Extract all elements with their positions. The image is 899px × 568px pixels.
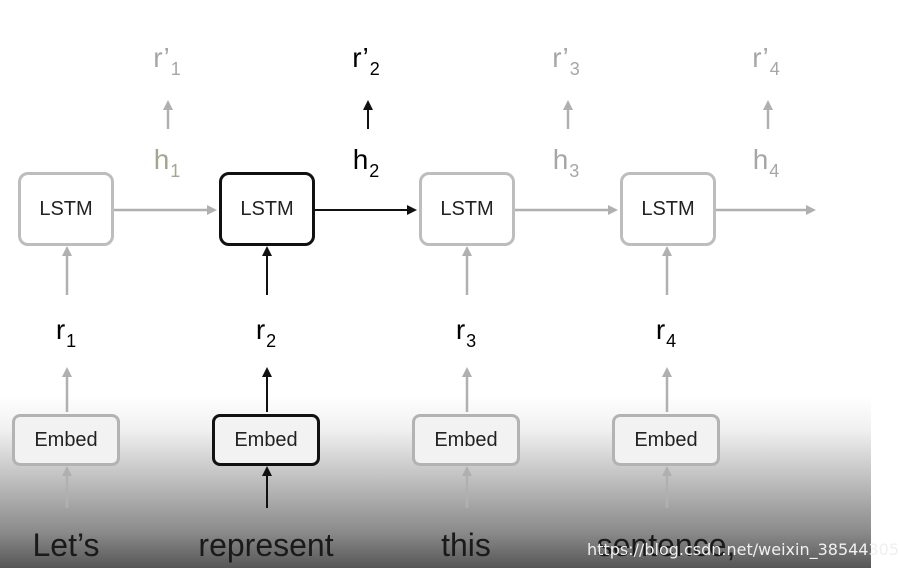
hidden-label-3: h3 — [552, 144, 580, 182]
hidden-to-output-arrow-1-head — [163, 100, 173, 110]
lstm-link-arrow-4-head — [806, 205, 816, 215]
embed-box-1: Embed — [12, 414, 120, 466]
embed-box-2: Embed — [212, 414, 320, 466]
watermark: https://blog.csdn.net/weixin_38544305 — [587, 540, 899, 559]
hidden-to-output-arrow-4-head — [763, 100, 773, 110]
lstm-link-arrow-3-head — [608, 205, 618, 215]
lstm-cell-4: LSTM — [620, 172, 716, 246]
word-to-embed-arrow-4-head — [662, 466, 672, 476]
word-to-embed-arrow-2-head — [262, 466, 272, 476]
hidden-label-2: h2 — [352, 144, 380, 182]
embed-box-4: Embed — [612, 414, 720, 466]
lstm-cell-label: LSTM — [641, 197, 695, 220]
lstm-cell-label: LSTM — [240, 197, 294, 220]
lstm-diagram: r’1 r’2 r’3 r’4 h1 h2 h3 h4 LSTM LSTM LS… — [0, 42, 899, 568]
rep-label-4: r4 — [655, 314, 677, 352]
arrow-layer — [62, 100, 816, 508]
rep-to-lstm-arrow-3-head — [462, 246, 472, 256]
lstm-link-arrow-2-head — [407, 205, 417, 215]
embed-label: Embed — [234, 428, 298, 451]
input-word-3: this — [441, 527, 491, 563]
hidden-label-4: h4 — [752, 144, 780, 182]
rep-label-1: r1 — [55, 314, 77, 352]
embed-to-rep-arrow-4-head — [662, 367, 672, 377]
input-word-1: Let’s — [32, 527, 100, 563]
word-to-embed-arrow-1-head — [62, 466, 72, 476]
embed-label: Embed — [34, 428, 98, 451]
input-word-4: sentence, — [596, 527, 736, 563]
lstm-cell-3: LSTM — [419, 172, 515, 246]
rep-to-lstm-arrow-2-head — [262, 246, 272, 256]
lstm-cell-label: LSTM — [39, 197, 93, 220]
embed-to-rep-arrow-1-head — [62, 367, 72, 377]
output-label-3: r’3 — [552, 42, 580, 80]
input-word-2: represent — [198, 527, 334, 563]
output-label-1: r’1 — [153, 42, 181, 80]
lstm-cell-2: LSTM — [219, 172, 315, 246]
output-label-2: r’2 — [352, 42, 380, 80]
embed-to-rep-arrow-2-head — [262, 367, 272, 377]
embed-to-rep-arrow-3-head — [462, 367, 472, 377]
hidden-to-output-arrow-3-head — [563, 100, 573, 110]
lstm-cell-1: LSTM — [18, 172, 114, 246]
hidden-to-output-arrow-2-head — [363, 100, 373, 110]
embed-box-3: Embed — [412, 414, 520, 466]
lstm-cell-label: LSTM — [440, 197, 494, 220]
embed-label: Embed — [634, 428, 698, 451]
rep-label-3: r3 — [455, 314, 477, 352]
word-to-embed-arrow-3-head — [462, 466, 472, 476]
rep-to-lstm-arrow-1-head — [62, 246, 72, 256]
rep-label-2: r2 — [255, 314, 277, 352]
rep-to-lstm-arrow-4-head — [662, 246, 672, 256]
embed-label: Embed — [434, 428, 498, 451]
lstm-link-arrow-1-head — [207, 205, 217, 215]
output-label-4: r’4 — [752, 42, 780, 80]
hidden-label-1: h1 — [153, 144, 181, 182]
